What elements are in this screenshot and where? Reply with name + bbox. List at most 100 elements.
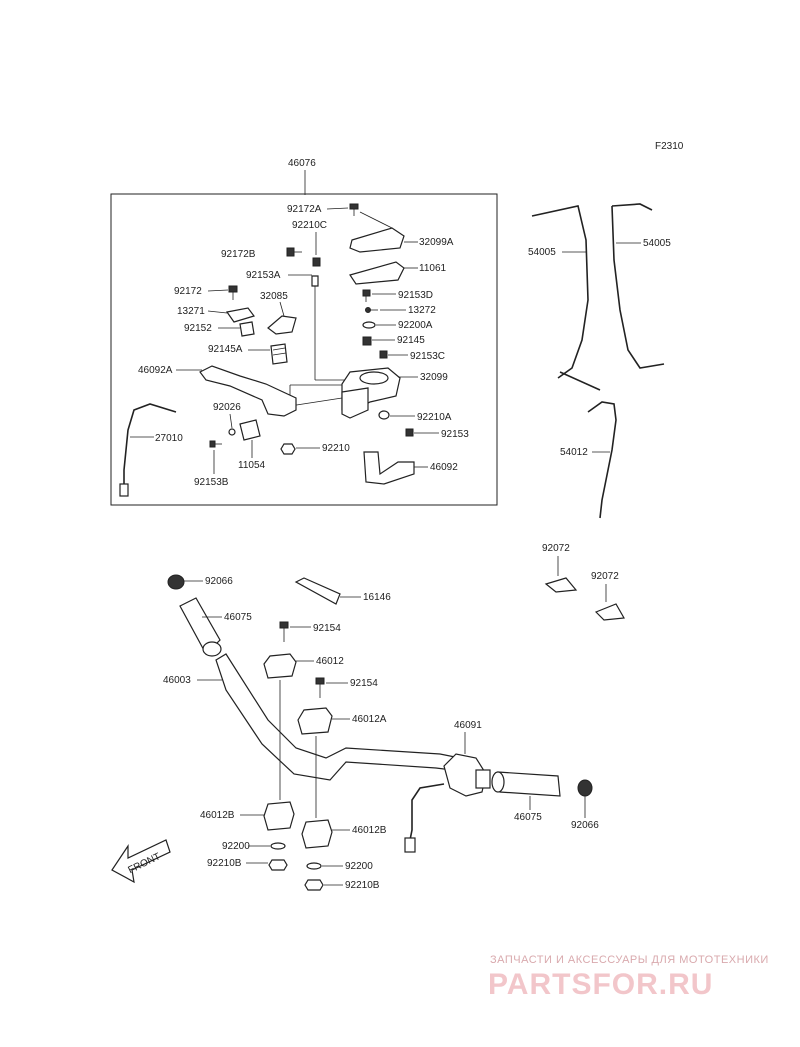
label-92152: 92152 [184, 323, 212, 334]
plate-13271 [225, 307, 255, 323]
label-92210b-a: 92210B [207, 858, 242, 869]
grip-46075-left [179, 597, 221, 655]
pin-13272 [365, 307, 378, 313]
brake-lever-46092a [199, 365, 297, 417]
label-13272: 13272 [408, 305, 436, 316]
cable-54005-right-top [611, 203, 653, 211]
label-92153d: 92153D [398, 290, 433, 301]
switch-cable-46091 [409, 783, 445, 841]
screw-92153c [379, 350, 388, 359]
grip-46075-right-end [491, 771, 505, 793]
diagram-code: F2310 [655, 141, 684, 152]
switch-bracket-11054 [239, 419, 261, 441]
watermark-subtitle: ЗАПЧАСТИ И АКСЕССУАРЫ ДЛЯ МОТОТЕХНИКИ [490, 954, 769, 966]
screw-92172 [228, 285, 238, 300]
label-92154-b: 92154 [350, 678, 378, 689]
label-92153a: 92153A [246, 270, 281, 281]
bolt-92154-b [315, 677, 325, 698]
label-92145: 92145 [397, 335, 425, 346]
label-92153b: 92153B [194, 477, 229, 488]
cable-54005-right [611, 205, 665, 369]
label-92200a: 92200A [398, 320, 433, 331]
bolt-92153 [405, 428, 414, 437]
front-arrow-icon: FRONT [111, 839, 171, 884]
switch-connector-46091 [404, 837, 416, 853]
label-92172: 92172 [174, 286, 202, 297]
label-54005-left: 54005 [528, 247, 556, 258]
label-32085: 32085 [260, 291, 288, 302]
label-46003: 46003 [163, 675, 191, 686]
master-cylinder-reservoir [359, 371, 389, 385]
label-92026: 92026 [213, 402, 241, 413]
switch-cable-27010 [123, 403, 177, 488]
washer-92200-b [306, 862, 322, 870]
nut-92210 [280, 443, 296, 455]
bar-end-92066-left [167, 574, 185, 590]
label-46092: 46092 [430, 462, 458, 473]
watermark-brand: PARTSFOR.RU [488, 968, 713, 1001]
pin-92026 [228, 428, 236, 436]
screw-92153d [362, 289, 371, 302]
diaphragm-11061 [349, 261, 405, 285]
clamp-46012b-b [301, 819, 333, 849]
clamp-92072-a [544, 577, 578, 593]
label-46012a: 46012A [352, 714, 387, 725]
label-46012b-a: 46012B [200, 810, 235, 821]
bushing-92152 [239, 321, 255, 337]
pivot-92210a [378, 410, 390, 420]
label-92172a: 92172A [287, 204, 322, 215]
label-92066-left: 92066 [205, 576, 233, 587]
bar-end-92066-right [577, 779, 593, 797]
label-32099: 32099 [420, 372, 448, 383]
label-46075-left: 46075 [224, 612, 252, 623]
clamp-46012b-a [263, 801, 295, 831]
clamp-46012 [263, 653, 297, 679]
label-27010: 27010 [155, 433, 183, 444]
washer-92200-a [270, 842, 286, 850]
label-92210b-b: 92210B [345, 880, 380, 891]
label-54012: 54012 [560, 447, 588, 458]
screw-92172b [286, 247, 302, 257]
screw-92172a [349, 203, 359, 216]
label-92072-a: 92072 [542, 543, 570, 554]
label-92210c: 92210C [292, 220, 327, 231]
nut-92210b-a [268, 859, 288, 871]
spring-92145 [362, 336, 372, 346]
clamp-46012a [297, 707, 333, 735]
label-16146: 16146 [363, 592, 391, 603]
label-92200-a: 92200 [222, 841, 250, 852]
label-92153c: 92153C [410, 351, 445, 362]
label-92210a: 92210A [417, 412, 452, 423]
assembly-frame [110, 193, 498, 506]
grip-46075-right [497, 771, 561, 797]
clamp-92072-b [594, 603, 625, 621]
group-label: 46076 [288, 158, 316, 169]
grip-46075-left-end [202, 641, 222, 657]
label-46012b-b: 46012B [352, 825, 387, 836]
label-32099a: 32099A [419, 237, 454, 248]
label-46012: 46012 [316, 656, 344, 667]
label-92145a: 92145A [208, 344, 243, 355]
cable-54005-left [531, 205, 589, 379]
label-92154-a: 92154 [313, 623, 341, 634]
bolt-92153a-head [312, 257, 321, 267]
bolt-92154-a [279, 621, 289, 642]
label-13271: 13271 [177, 306, 205, 317]
label-11061: 11061 [419, 263, 447, 274]
master-cylinder-clamp [341, 387, 369, 419]
label-92172b: 92172B [221, 249, 256, 260]
label-92210: 92210 [322, 443, 350, 454]
switch-housing-46091-side [475, 769, 491, 789]
label-92153: 92153 [441, 429, 469, 440]
cable-54012 [587, 401, 617, 519]
bolt-92153a [311, 275, 319, 287]
handlebar-46003 [215, 653, 471, 781]
bracket-32085 [267, 315, 297, 335]
throttle-lever-46092 [363, 451, 415, 485]
label-92200-b: 92200 [345, 861, 373, 872]
label-54005-right: 54005 [643, 238, 671, 249]
cable-54005-left-end [559, 371, 601, 391]
screw-92153b [209, 440, 222, 448]
reservoir-cap-32099a [349, 227, 405, 253]
